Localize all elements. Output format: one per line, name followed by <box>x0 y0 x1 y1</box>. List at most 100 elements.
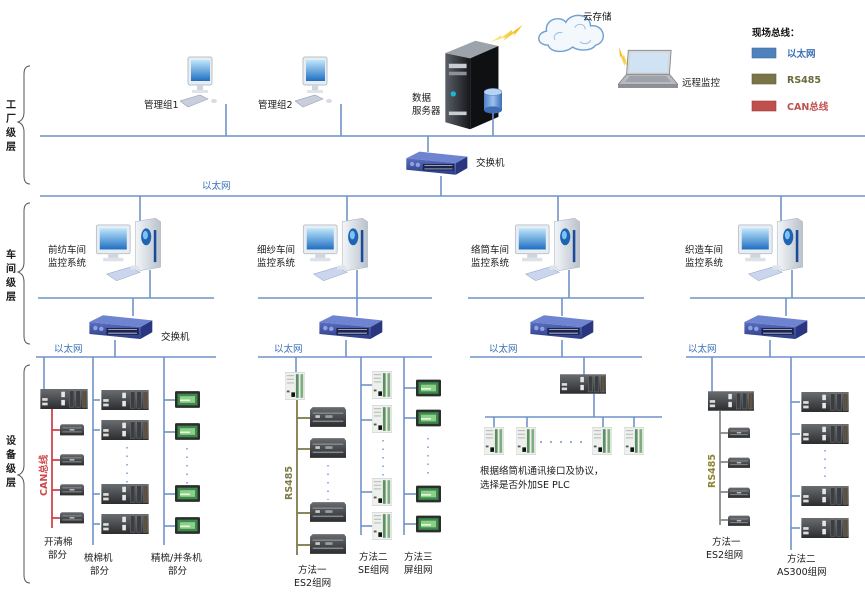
se-plc-icon[interactable] <box>372 371 392 399</box>
plc-master-icon[interactable] <box>39 389 89 409</box>
layer-char: 层 <box>6 477 16 489</box>
plc-icon[interactable] <box>100 484 150 504</box>
layer-char: 级 <box>5 462 17 475</box>
switch-icon[interactable] <box>89 314 153 340</box>
as300-plc-icon[interactable] <box>800 424 850 444</box>
workshop-1: 前纺车间 监控系统 交换机 以太网 <box>36 218 216 358</box>
part-label-line2: 部分 <box>90 565 110 577</box>
se-plc-icon[interactable] <box>372 405 392 433</box>
mgmt2-label: 管理组2 <box>258 99 293 111</box>
plc-master-icon[interactable] <box>560 374 606 394</box>
ethernet-label: 以太网 <box>274 343 303 355</box>
method-label-line2: SE组网 <box>358 564 389 576</box>
plc-icon[interactable] <box>100 420 150 440</box>
as300-plc-icon[interactable] <box>800 486 850 506</box>
se-plc-icon[interactable] <box>372 478 392 506</box>
device-group-3: 根据络筒机通讯接口及协议， 选择是否外加SE PLC <box>480 357 662 491</box>
data-server-icon[interactable] <box>445 40 499 130</box>
hmi-screen-icon[interactable] <box>416 485 441 503</box>
workstation-icon[interactable] <box>95 218 161 282</box>
layer-char: 车 <box>6 248 16 261</box>
part-label-line2: 部分 <box>48 549 68 561</box>
workshop-3: 络筒车间 监控系统 以太网 <box>468 218 644 358</box>
se-plc-icon[interactable] <box>624 427 644 455</box>
layer-char: 层 <box>6 141 16 153</box>
switch-icon[interactable] <box>530 314 594 340</box>
legend-label-rs485: RS485 <box>787 75 821 86</box>
as300-plc-icon[interactable] <box>800 392 850 412</box>
workshop-label-line2: 监控系统 <box>471 257 510 269</box>
layer-char: 备 <box>5 448 17 461</box>
mgmt2-computer-icon[interactable] <box>295 56 333 108</box>
can-bus-label: CAN总线 <box>38 454 50 496</box>
es2-plc-icon[interactable] <box>310 502 346 522</box>
device-group-4: RS485 方法一 ES2组网 方法二 AS300组网 <box>706 357 850 578</box>
method-label-line2: ES2组网 <box>706 549 743 561</box>
layer-char: 间 <box>6 262 16 275</box>
can-node-icon[interactable] <box>60 424 84 436</box>
device-group-2: RS485 方法一 ES2组网 方法二 SE组网 方法三 <box>284 357 441 589</box>
es2-plc-icon[interactable] <box>310 438 346 458</box>
hmi-screen-icon[interactable] <box>416 409 441 427</box>
legend-label-ethernet: 以太网 <box>787 48 816 60</box>
workstation-icon[interactable] <box>514 218 580 282</box>
database-icon <box>484 88 502 114</box>
hmi-screen-icon[interactable] <box>175 485 200 502</box>
ethernet-label: 以太网 <box>688 343 717 355</box>
es2-plc-icon[interactable] <box>728 515 750 526</box>
ethernet-label: 以太网 <box>54 343 83 355</box>
layer-braces <box>16 65 31 584</box>
core-switch-icon[interactable] <box>405 151 468 176</box>
se-plc-icon[interactable] <box>516 427 536 455</box>
plc-master-icon[interactable] <box>708 391 754 411</box>
brace-workshop <box>16 202 31 345</box>
workshop-label-line1: 细纱车间 <box>257 244 295 256</box>
legend-swatch-ethernet <box>751 47 777 59</box>
workstation-icon[interactable] <box>737 218 803 282</box>
can-node-icon[interactable] <box>60 454 84 466</box>
method-label-line1: 方法二 <box>359 551 388 563</box>
can-node-icon[interactable] <box>60 512 84 524</box>
as300-plc-icon[interactable] <box>800 518 850 538</box>
workstation-icon[interactable] <box>302 218 368 282</box>
remote-laptop-icon[interactable] <box>618 49 678 89</box>
se-plc-master-icon[interactable] <box>285 372 305 400</box>
switch-label: 交换机 <box>161 331 190 343</box>
layer-label-workshop: 车 间 级 层 <box>5 248 17 303</box>
switch-icon[interactable] <box>319 314 383 340</box>
workshop-4: 织造车间 监控系统 以太网 <box>685 218 865 358</box>
part-label-line2: 部分 <box>168 565 188 577</box>
mgmt1-computer-icon[interactable] <box>180 56 218 108</box>
es2-plc-icon[interactable] <box>728 457 750 468</box>
hmi-screen-icon[interactable] <box>175 517 200 534</box>
es2-plc-icon[interactable] <box>728 427 750 438</box>
layer-char: 层 <box>6 291 16 303</box>
ethernet-label: 以太网 <box>489 343 518 355</box>
se-plc-icon[interactable] <box>372 512 392 540</box>
se-plc-icon[interactable] <box>484 427 504 455</box>
layer-char: 级 <box>5 126 17 139</box>
method-label-line2: 屏组网 <box>404 564 433 576</box>
plc-icon[interactable] <box>100 390 150 410</box>
remote-monitoring-label: 远程监控 <box>682 77 721 89</box>
legend-swatch-can <box>751 100 777 112</box>
legend-swatch-rs485 <box>751 73 777 85</box>
can-node-icon[interactable] <box>60 484 84 496</box>
hmi-screen-icon[interactable] <box>416 515 441 533</box>
hmi-screen-icon[interactable] <box>175 391 200 408</box>
es2-plc-icon[interactable] <box>310 407 346 427</box>
workshop-label-line2: 监控系统 <box>685 257 724 269</box>
part-label-line1: 精梳/并条机 <box>151 552 202 564</box>
cloud-storage-label: 云存储 <box>583 11 612 23</box>
plc-icon[interactable] <box>100 514 150 534</box>
switch-icon[interactable] <box>744 314 808 340</box>
hmi-screen-icon[interactable] <box>416 379 441 397</box>
se-plc-icon[interactable] <box>592 427 612 455</box>
hmi-screen-icon[interactable] <box>175 423 200 440</box>
part-label-line1: 梳棉机 <box>84 552 113 564</box>
layer-char: 设 <box>6 434 16 447</box>
layer-label-factory: 工 厂 级 层 <box>5 100 17 153</box>
method-label-line1: 方法一 <box>298 564 327 576</box>
es2-plc-icon[interactable] <box>310 534 346 554</box>
es2-plc-icon[interactable] <box>728 487 750 498</box>
